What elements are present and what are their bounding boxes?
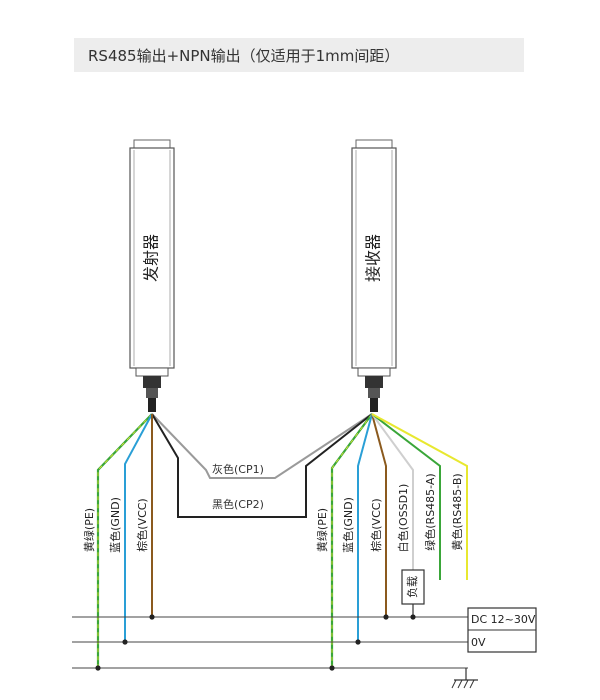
power-dc-label: DC 12~30V bbox=[471, 613, 536, 626]
receiver-wire-pe-yellow bbox=[331, 413, 373, 668]
receiver-label-ossd1: 白色(OSSD1) bbox=[396, 484, 410, 553]
power-0v-label: 0V bbox=[471, 636, 486, 649]
receiver-wire-ossd1 bbox=[371, 413, 414, 570]
receiver-wire-gnd bbox=[357, 413, 373, 642]
wire-cp1 bbox=[151, 413, 373, 479]
emitter-wire-pe-yellow bbox=[97, 413, 153, 668]
load-label: 负载 bbox=[405, 576, 419, 598]
header-bar: RS485输出+NPN输出（仅适用于1mm间距） bbox=[74, 38, 524, 72]
receiver-wire-vcc bbox=[371, 413, 387, 617]
emitter-label-pe: 黄绿(PE) bbox=[82, 508, 96, 552]
receiver-label: 接收器 bbox=[364, 234, 383, 282]
receiver-label-gnd: 蓝色(GND) bbox=[341, 497, 355, 553]
emitter-wire-gnd bbox=[124, 413, 153, 642]
receiver-wire-rs485b bbox=[371, 413, 468, 580]
cp1-label: 灰色(CP1) bbox=[212, 462, 264, 476]
wire-cp2 bbox=[151, 413, 373, 518]
emitter-label-vcc: 棕色(VCC) bbox=[135, 498, 149, 551]
receiver-device: 接收器 bbox=[351, 139, 397, 412]
receiver-label-rs485a: 绿色(RS485-A) bbox=[423, 473, 437, 550]
emitter-label: 发射器 bbox=[142, 234, 161, 282]
receiver-label-pe: 黄绿(PE) bbox=[315, 508, 329, 552]
cp2-label: 黑色(CP2) bbox=[212, 497, 264, 511]
receiver-wire-rs485a bbox=[371, 413, 441, 580]
emitter-device: 发射器 bbox=[129, 139, 175, 412]
emitter-label-gnd: 蓝色(GND) bbox=[108, 497, 122, 553]
receiver-label-rs485b: 黄色(RS485-B) bbox=[450, 473, 464, 550]
receiver-label-vcc: 棕色(VCC) bbox=[369, 498, 383, 551]
ground-icon bbox=[451, 668, 478, 689]
page-title: RS485输出+NPN输出（仅适用于1mm间距） bbox=[88, 47, 400, 65]
